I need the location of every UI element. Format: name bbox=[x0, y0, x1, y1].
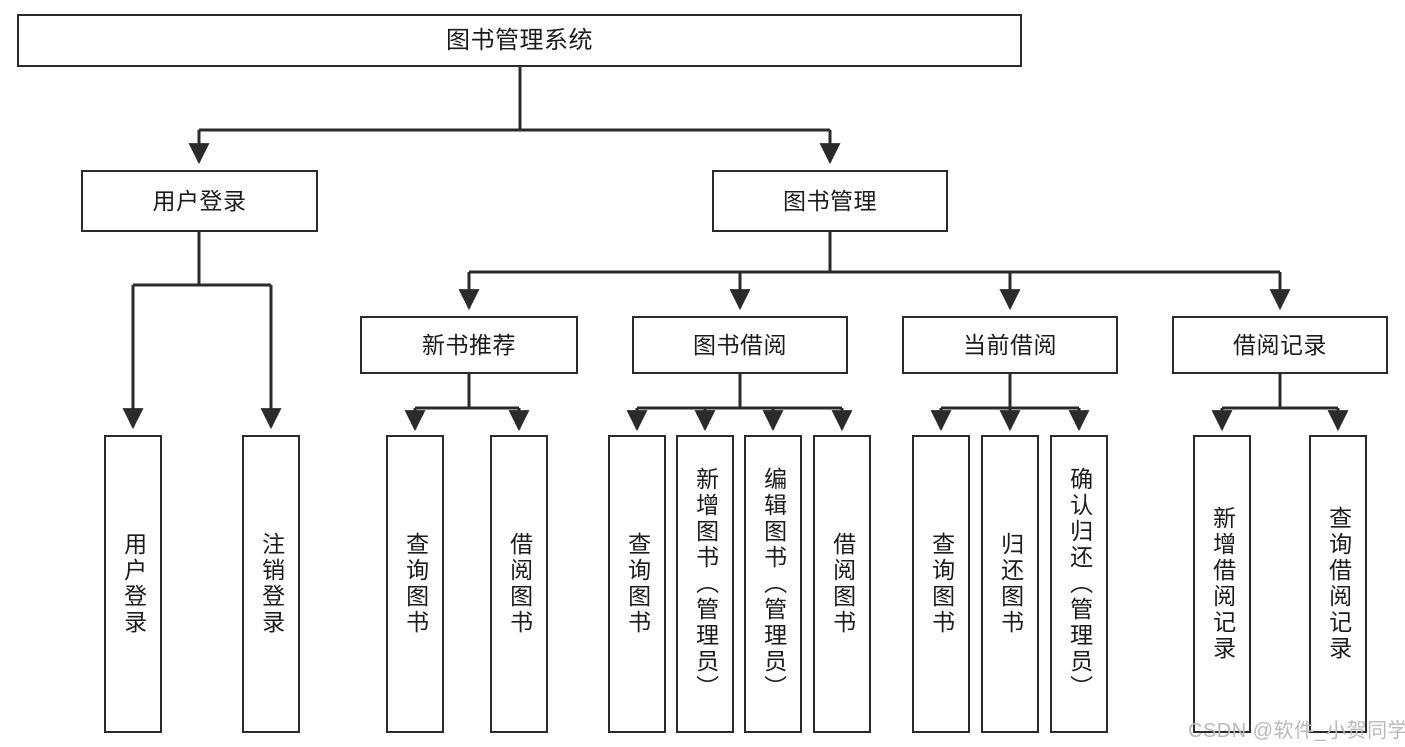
node-label: 确认归还（管理员） bbox=[1066, 467, 1093, 701]
leaf-query-borrow-record[interactable]: 查询借阅记录 bbox=[1309, 435, 1367, 733]
node-borrow-record[interactable]: 借阅记录 bbox=[1172, 316, 1388, 374]
node-label: 借阅记录 bbox=[1233, 331, 1327, 358]
leaf-user-login[interactable]: 用户登录 bbox=[104, 435, 162, 733]
node-label: 借阅图书 bbox=[506, 532, 533, 636]
csdn-watermark: CSDN @软件_小贺同学 bbox=[1188, 720, 1405, 742]
leaf-add-borrow-record[interactable]: 新增借阅记录 bbox=[1193, 435, 1251, 733]
leaf-query-book-current[interactable]: 查询图书 bbox=[912, 435, 970, 733]
node-label: 用户登录 bbox=[120, 532, 147, 636]
node-book-management[interactable]: 图书管理 bbox=[712, 170, 948, 232]
node-label: 图书借阅 bbox=[693, 331, 787, 358]
node-root-system[interactable]: 图书管理系统 bbox=[17, 14, 1022, 67]
node-label: 图书管理系统 bbox=[446, 26, 593, 54]
node-current-borrow[interactable]: 当前借阅 bbox=[902, 316, 1118, 374]
node-user-login[interactable]: 用户登录 bbox=[81, 170, 318, 232]
node-new-book-recommend[interactable]: 新书推荐 bbox=[360, 316, 578, 374]
node-label: 查询图书 bbox=[402, 532, 429, 636]
leaf-borrow-book[interactable]: 借阅图书 bbox=[813, 435, 871, 733]
node-label: 当前借阅 bbox=[963, 331, 1057, 358]
node-label: 编辑图书（管理员） bbox=[760, 467, 787, 701]
node-label: 新增图书（管理员） bbox=[692, 467, 719, 701]
leaf-return-book[interactable]: 归还图书 bbox=[981, 435, 1039, 733]
leaf-query-book-recommend[interactable]: 查询图书 bbox=[386, 435, 444, 733]
node-label: 注销登录 bbox=[258, 532, 285, 636]
leaf-edit-book-admin[interactable]: 编辑图书（管理员） bbox=[744, 435, 802, 733]
leaf-add-book-admin[interactable]: 新增图书（管理员） bbox=[676, 435, 734, 733]
node-label: 借阅图书 bbox=[829, 532, 856, 636]
node-label: 查询图书 bbox=[928, 532, 955, 636]
node-label: 查询借阅记录 bbox=[1325, 506, 1352, 662]
node-label: 归还图书 bbox=[997, 532, 1024, 636]
node-label: 查询图书 bbox=[624, 532, 651, 636]
leaf-logout[interactable]: 注销登录 bbox=[242, 435, 300, 733]
node-label: 新书推荐 bbox=[422, 331, 516, 358]
leaf-query-book-borrow[interactable]: 查询图书 bbox=[608, 435, 666, 733]
node-label: 新增借阅记录 bbox=[1209, 506, 1236, 662]
node-label: 图书管理 bbox=[783, 187, 877, 214]
node-book-borrow[interactable]: 图书借阅 bbox=[632, 316, 848, 374]
leaf-confirm-return-admin[interactable]: 确认归还（管理员） bbox=[1050, 435, 1108, 733]
node-label: 用户登录 bbox=[152, 187, 247, 214]
leaf-borrow-book-recommend[interactable]: 借阅图书 bbox=[490, 435, 548, 733]
